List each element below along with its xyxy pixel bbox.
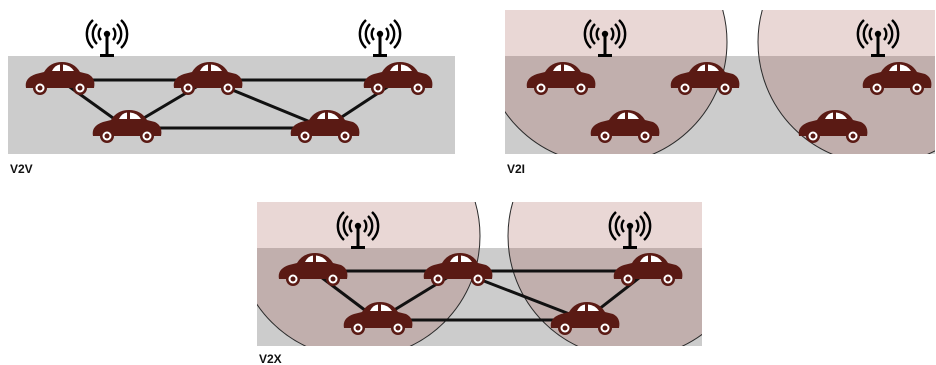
v2v-panel: V2V (8, 18, 455, 176)
coverage-area (505, 10, 728, 154)
panel-label-v2i: V2I (507, 162, 525, 176)
v2x-panel: V2X (257, 202, 702, 365)
panel-label-v2v: V2V (10, 162, 33, 176)
v2i-panel: V2I (505, 10, 935, 176)
antenna-icon (85, 18, 129, 59)
panel-label-v2x: V2X (259, 352, 282, 365)
antenna-icon (358, 18, 402, 59)
road-area (8, 56, 455, 154)
coverage-area (257, 202, 481, 346)
coverage-area (757, 10, 935, 154)
